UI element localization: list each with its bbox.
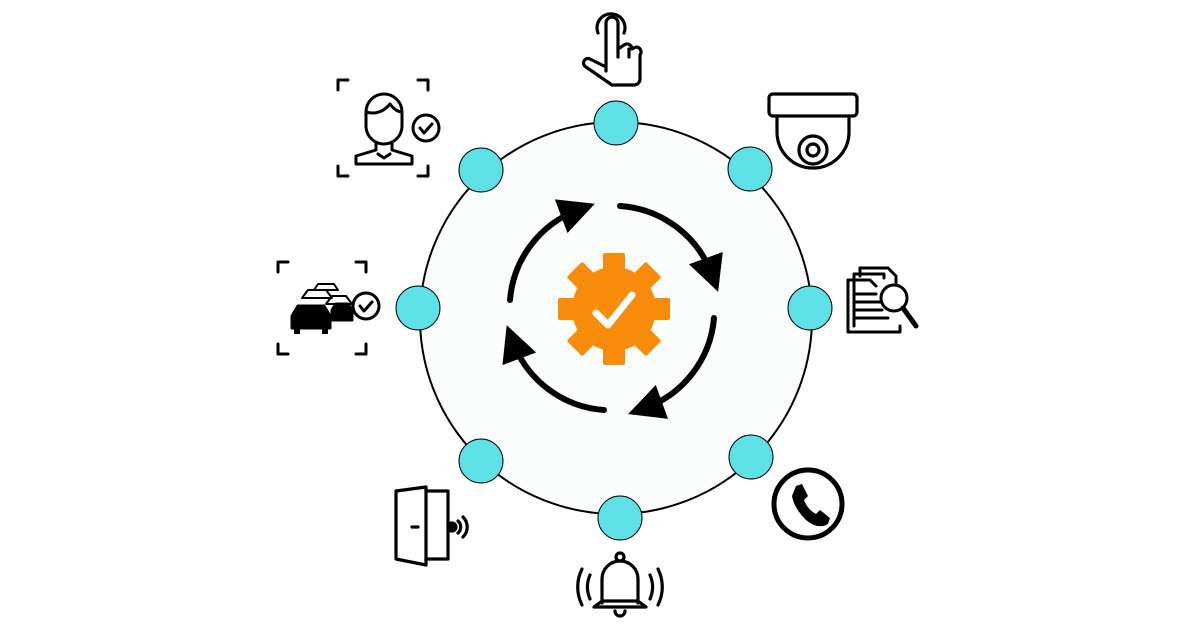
document-search-icon	[846, 266, 919, 334]
cycle-arrow-top-right	[617, 203, 723, 292]
node-top[interactable]	[593, 100, 639, 146]
node-left[interactable]	[395, 285, 441, 331]
security-camera-icon	[767, 92, 859, 170]
gear-check-icon	[558, 253, 670, 365]
node-bottom-left[interactable]	[458, 438, 504, 484]
node-right[interactable]	[787, 285, 833, 331]
cycle-arrow-top-left	[507, 199, 595, 303]
check-icon	[592, 291, 636, 329]
door-sensor-icon	[394, 485, 469, 567]
face-recognition-icon	[336, 78, 441, 178]
node-top-right[interactable]	[727, 146, 773, 192]
touch-finger-icon	[581, 12, 643, 87]
vehicle-recognition-icon	[276, 260, 381, 356]
phone-icon	[771, 467, 845, 541]
cycle-arrow-bottom-left	[502, 325, 607, 413]
circular-arrows-icon	[502, 199, 723, 419]
ring-nodes	[395, 100, 833, 541]
alarm-bell-icon	[576, 551, 664, 618]
node-bottom-right[interactable]	[728, 434, 774, 480]
cycle-arrow-bottom-right	[628, 315, 717, 419]
node-top-left[interactable]	[458, 147, 504, 193]
node-bottom[interactable]	[597, 495, 643, 541]
